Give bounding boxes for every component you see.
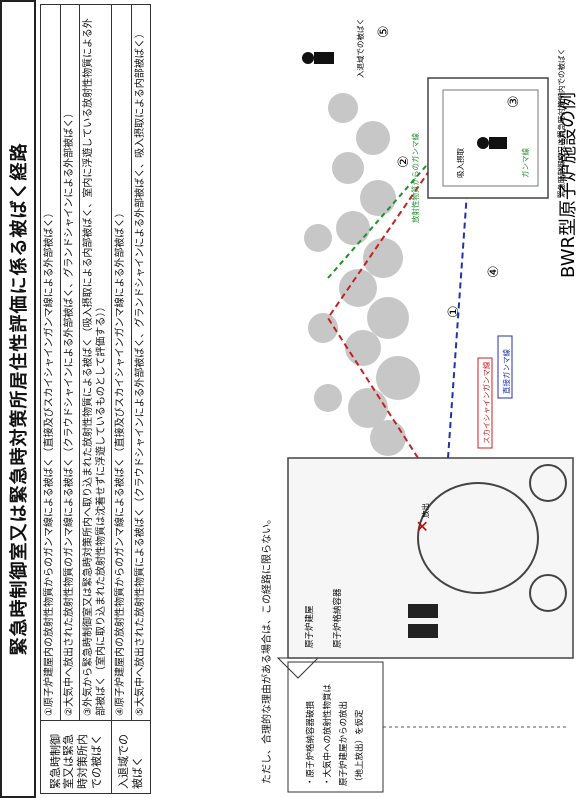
intake-label: 吸入摂取 bbox=[455, 148, 465, 178]
marker-5: ⑤ bbox=[376, 25, 392, 38]
page-title: 緊急時制御室又は緊急時対策所居住性評価に係る被ばく経路 bbox=[0, 0, 36, 798]
skyshine-path bbox=[326, 157, 439, 459]
exposure-diagram: ・原子炉格納容器破損 ・大気中への放射性物質は 原子炉建屋からの放出 （地上放出… bbox=[276, 18, 579, 793]
exposure-path-table: 緊急時制御室又は緊急時対策所内での被ばく ①原子炉建屋内の放射性物質からのガンマ… bbox=[40, 4, 151, 794]
path-cell: ③外気から緊急時制御室又は緊急時対策所内へ取り込まれた放射性物質による被ばく（吸… bbox=[79, 4, 112, 721]
path-cell: ②大気中へ放出された放射性物質のガンマ線による被ばく（クラウドシャインによる外部… bbox=[60, 4, 80, 721]
skyshine-label: スカイシャインガンマ線 bbox=[481, 361, 491, 444]
release-label: 放出 bbox=[420, 503, 430, 518]
cloud-gamma-label: 放射性物質からのガンマ線 bbox=[410, 133, 420, 223]
entry-exit-label: 入退域での被ばく bbox=[355, 18, 365, 78]
control-room-label: 緊急時制御室又は緊急時対策所内での被ばく bbox=[556, 48, 566, 198]
path-markers: ① ② ③ ④ ⑤ bbox=[376, 25, 522, 318]
direct-label-box bbox=[497, 335, 513, 399]
category-cell: 緊急時制御室又は緊急時対策所内での被ばく bbox=[40, 720, 112, 794]
path-cell: ④原子炉建屋内の放射性物質からのガンマ線による被ばく（直接及びスカイシャインガン… bbox=[111, 4, 131, 721]
assumption-box: ・原子炉格納容器破損 ・大気中への放射性物質は 原子炉建屋からの放出 （地上放出… bbox=[276, 657, 568, 793]
reactor-building-label: 原子炉建屋 bbox=[304, 605, 315, 648]
skyshine-label-box bbox=[477, 357, 493, 449]
assumption-line1: ・原子炉格納容器破損 bbox=[305, 700, 316, 786]
release-mark-icon: ✕ bbox=[413, 520, 432, 533]
table-row: 緊急時制御室又は緊急時対策所内での被ばく ①原子炉建屋内の放射性物質からのガンマ… bbox=[40, 4, 112, 794]
marker-4: ④ bbox=[486, 265, 502, 278]
control-room-box: 吸入摂取 ガンマ線 緊急時制御室又は緊急時対策所内での被ばく bbox=[427, 48, 566, 199]
path-cell: ①原子炉建屋内の放射性物質からのガンマ線による被ばく（直接及びスカイシャインガン… bbox=[40, 4, 60, 721]
category-cell: 入退域での被ばく bbox=[111, 720, 151, 794]
entry-exit-area: 入退域での被ばく bbox=[302, 18, 365, 78]
direct-gamma-label: 直接ガンマ線 bbox=[501, 349, 511, 394]
assumption-line2: ・大気中への放射性物質は bbox=[322, 683, 333, 786]
assumption-line3: 原子炉建屋からの放出 bbox=[338, 701, 349, 786]
marker-3: ③ bbox=[506, 95, 522, 108]
marker-1: ① bbox=[446, 305, 462, 318]
title-text: 緊急時制御室又は緊急時対策所居住性評価に係る被ばく経路 bbox=[9, 142, 30, 656]
gamma-label: ガンマ線 bbox=[520, 148, 530, 178]
plume-cloud bbox=[304, 93, 420, 456]
table-row: ⑤大気中へ放出された放射性物質による被ばく（クラウドシャインによる外部被ばく、グ… bbox=[131, 4, 151, 794]
marker-2: ② bbox=[396, 155, 412, 168]
direct-gamma-path bbox=[447, 177, 469, 459]
assumption-line4: （地上放出）を仮定 bbox=[354, 709, 365, 786]
table-row: ③外気から緊急時制御室又は緊急時対策所内へ取り込まれた放射性物質による被ばく（吸… bbox=[79, 4, 112, 794]
table-row: ②大気中へ放出された放射性物質のガンマ線による被ばく（クラウドシャインによる外部… bbox=[60, 4, 80, 794]
reactor-building: 原子炉建屋 原子炉格納容器 ✕ 放出 bbox=[287, 457, 574, 659]
diagram-caption: BWR型原子炉施設の例 bbox=[558, 92, 579, 278]
containment-label: 原子炉格納容器 bbox=[332, 588, 343, 648]
table-row: 入退域での被ばく ④原子炉建屋内の放射性物質からのガンマ線による被ばく（直接及び… bbox=[111, 4, 151, 794]
path-cell: ⑤大気中へ放出された放射性物質による被ばく（クラウドシャインによる外部被ばく、グ… bbox=[131, 4, 151, 721]
